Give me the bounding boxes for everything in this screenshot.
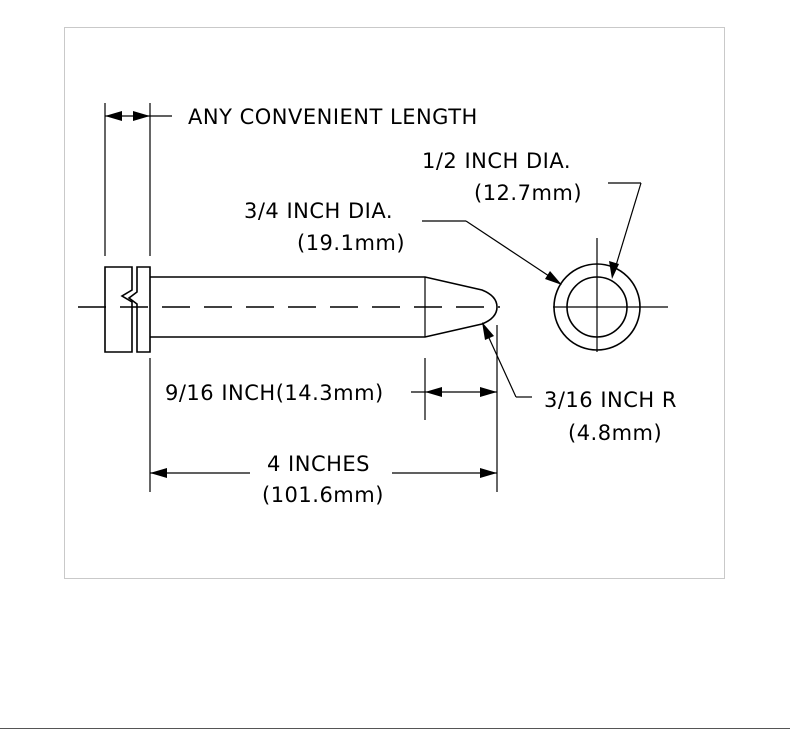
inner-diameter-circle <box>566 276 628 338</box>
small-dia-inch-label: 1/2 INCH DIA. <box>422 149 571 173</box>
rod-break-left <box>104 266 133 353</box>
large-dia-mm-label: (19.1mm) <box>297 231 405 255</box>
overall-inch-label: 4 INCHES <box>267 452 370 476</box>
large-dia-inch-label: 3/4 INCH DIA. <box>244 199 393 223</box>
overall-mm-label: (101.6mm) <box>262 483 384 507</box>
outer-diameter-circle <box>553 263 641 351</box>
radius-mm-label: (4.8mm) <box>568 421 662 445</box>
rod-shaft <box>150 276 498 338</box>
taper-arrow-left <box>425 387 442 397</box>
length-arrow-left <box>105 111 122 121</box>
rod-break-right <box>127 266 151 353</box>
radius-inch-label: 3/16 INCH R <box>544 388 677 412</box>
radius-leader <box>483 326 517 398</box>
taper-dimension <box>411 325 498 492</box>
length-dimension <box>104 103 172 256</box>
overall-arrow-left <box>150 468 167 478</box>
length-arrow-right <box>133 111 150 121</box>
large-dia-leader <box>465 220 559 283</box>
taper-length-label: 9/16 INCH(14.3mm) <box>165 381 384 405</box>
large-dia-arrow <box>545 271 562 285</box>
length-label: ANY CONVENIENT LENGTH <box>188 105 478 129</box>
small-dia-leader <box>613 182 642 273</box>
drawing-frame <box>64 27 725 579</box>
overall-arrow-right <box>480 468 497 478</box>
small-dia-arrow <box>609 261 619 279</box>
radius-arrow <box>482 322 494 340</box>
rod-side-view <box>104 266 498 353</box>
small-dia-mm-label: (12.7mm) <box>474 181 582 205</box>
taper-arrow-right <box>480 387 497 397</box>
overall-dimension <box>149 358 497 492</box>
bottom-divider <box>0 728 790 729</box>
